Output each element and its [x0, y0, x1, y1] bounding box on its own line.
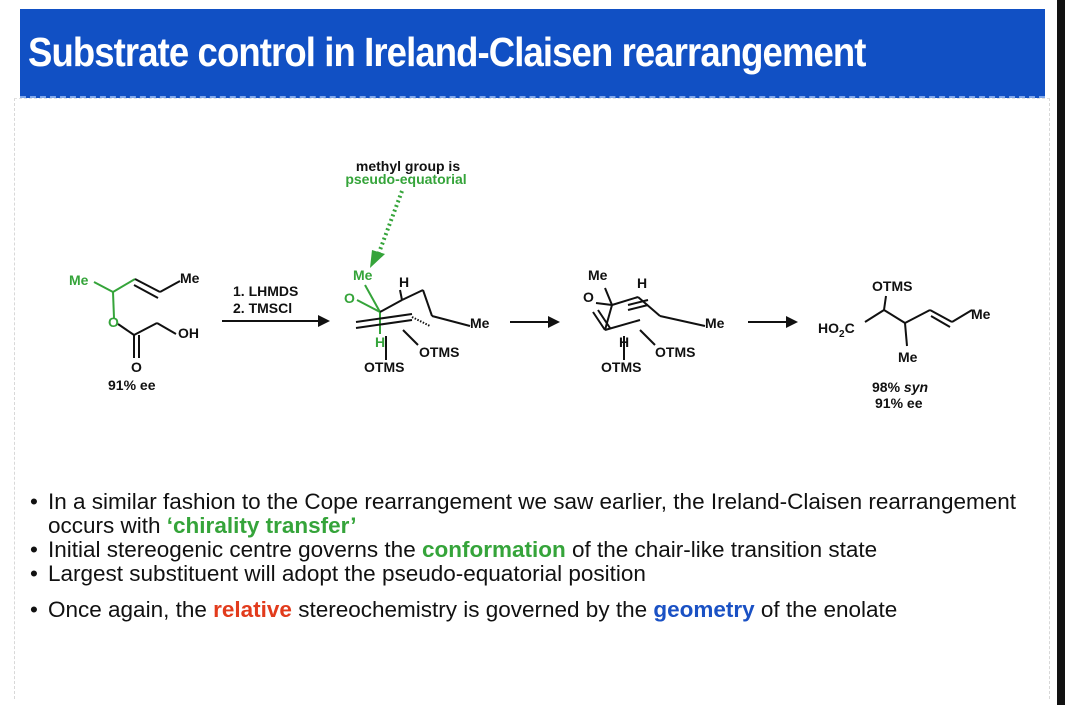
window-edge	[1057, 0, 1065, 705]
sm-carbonyl-o: O	[131, 359, 142, 375]
bullet-item-4: • Once again, the relative stereochemist…	[30, 597, 898, 622]
ts2-me-right: Me	[705, 315, 725, 331]
ts2-h-top: H	[637, 275, 647, 291]
slide-title: Substrate control in Ireland-Claisen rea…	[28, 29, 866, 75]
title-bar: Substrate control in Ireland-Claisen rea…	[20, 9, 1045, 98]
bullet-item-3: • Largest substituent will adopt the pse…	[30, 561, 646, 586]
ts1-me-right: Me	[470, 315, 490, 331]
ts2-h-low: H	[619, 334, 629, 350]
annotation-dotted-arrow	[375, 190, 404, 259]
ts2-me: Me	[588, 267, 608, 283]
sm-me-left: Me	[69, 272, 89, 288]
reaction-arrowhead-1	[318, 315, 330, 327]
product-selectivity: 98% syn	[872, 379, 928, 395]
ts1-otms-b: OTMS	[364, 359, 404, 375]
bullet-dot: •	[30, 489, 38, 514]
ts2-o: O	[583, 289, 594, 305]
ts1-otms-a: OTMS	[419, 344, 459, 360]
ts2-otms-b: OTMS	[601, 359, 641, 375]
reagent-step-1: 1. LHMDS	[233, 283, 298, 299]
highlight-chirality-transfer: ‘chirality transfer’	[166, 513, 357, 538]
sm-ee: 91% ee	[108, 377, 156, 393]
sm-me-right: Me	[180, 270, 200, 286]
sm-oh: OH	[178, 325, 199, 341]
transition-state-2	[592, 287, 706, 360]
bullet-item-1: • In a similar fashion to the Cope rearr…	[30, 489, 1016, 538]
highlight-geometry: geometry	[653, 597, 755, 622]
product-otms: OTMS	[872, 278, 912, 294]
starting-material	[93, 278, 181, 358]
ts1-me: Me	[353, 267, 373, 283]
product-acid: HO2C	[818, 320, 855, 340]
bullet-dot: •	[30, 537, 38, 562]
highlight-conformation: conformation	[421, 537, 566, 562]
highlight-relative: relative	[213, 597, 292, 622]
annotation-line-1: methyl group is	[356, 158, 460, 174]
bullet-dot: •	[30, 561, 38, 586]
reagent-step-2: 2. TMSCl	[233, 300, 292, 316]
product-me-right: Me	[971, 306, 991, 322]
bullet-list: • In a similar fashion to the Cope rearr…	[30, 490, 1040, 622]
reaction-arrowhead-3	[786, 316, 798, 328]
reaction-arrowhead-2	[548, 316, 560, 328]
slide-frame	[14, 98, 1050, 699]
ts1-h-low: H	[375, 334, 385, 350]
ts1-o: O	[344, 290, 355, 306]
product-me-low: Me	[898, 349, 918, 365]
reaction-scheme: methyl group is pseudo-equatorial Me Me …	[69, 158, 991, 411]
annotation-arrowhead	[370, 250, 385, 268]
annotation-line-2: pseudo-equatorial	[345, 171, 466, 187]
product-ee: 91% ee	[875, 395, 923, 411]
bullet-item-2: • Initial stereogenic centre governs the…	[30, 537, 878, 562]
transition-state-1	[355, 284, 471, 360]
sm-ester-o: O	[108, 314, 119, 330]
ts1-h-top: H	[399, 274, 409, 290]
bullet-dot: •	[30, 597, 38, 622]
product-structure	[864, 295, 973, 347]
ts2-otms-a: OTMS	[655, 344, 695, 360]
